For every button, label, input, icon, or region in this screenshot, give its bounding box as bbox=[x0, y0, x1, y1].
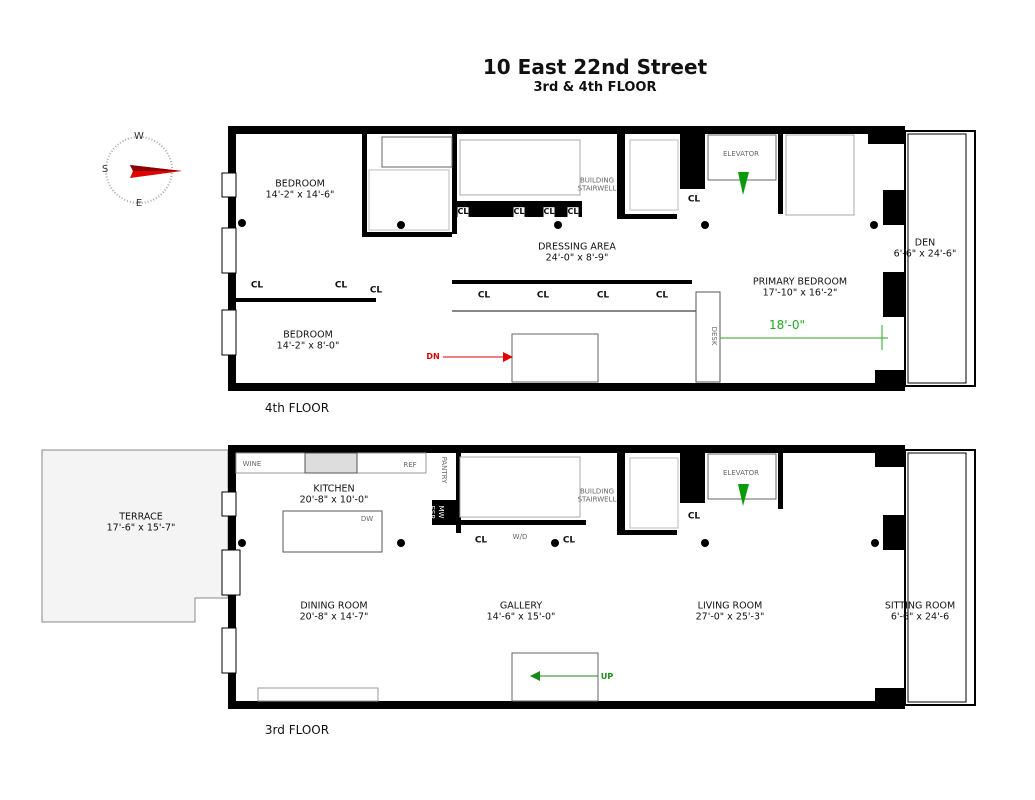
compass-w: W bbox=[134, 131, 144, 142]
compass-e: E bbox=[135, 198, 143, 209]
elevator-label: ELEVATOR bbox=[723, 149, 759, 158]
fourth-floor-label: 4th FLOOR bbox=[264, 400, 330, 415]
closet-label: CL bbox=[567, 207, 579, 217]
washer-dryer-label: W/D bbox=[512, 532, 528, 541]
wine-label: WINE bbox=[242, 459, 262, 468]
compass-icon bbox=[105, 136, 182, 204]
dimension-label: 18'-0" bbox=[768, 317, 806, 332]
up-label: UP bbox=[600, 672, 614, 682]
down-label: DN bbox=[426, 352, 440, 362]
elevator-arrow-icon bbox=[738, 484, 749, 506]
up-arrow-icon bbox=[530, 671, 598, 681]
closet-label: CL bbox=[457, 207, 469, 217]
columns-3rd bbox=[238, 539, 879, 547]
plan-title: 10 East 22nd Street bbox=[482, 55, 708, 79]
terrace-area bbox=[41, 449, 229, 623]
columns-4th bbox=[238, 219, 878, 229]
down-arrow-icon bbox=[443, 352, 513, 362]
desk-label: DESK bbox=[710, 326, 719, 346]
closet-label: CL bbox=[513, 207, 525, 217]
closet-label: CL bbox=[474, 535, 488, 546]
pantry-label: PANTRY bbox=[440, 456, 449, 484]
closet-label: CL bbox=[687, 194, 701, 206]
closet-label: CL bbox=[477, 290, 491, 301]
closet-label: CL bbox=[596, 290, 610, 301]
microwave-label: MW bbox=[437, 505, 446, 519]
espresso-label: ESP bbox=[428, 505, 437, 519]
third-floor-label: 3rd FLOOR bbox=[264, 722, 330, 737]
closet-label: CL bbox=[536, 290, 550, 301]
fourth-floor-walls bbox=[221, 126, 976, 391]
third-floor-walls bbox=[221, 445, 976, 709]
closet-label: CL bbox=[334, 280, 348, 291]
plan-subtitle: 3rd & 4th FLOOR bbox=[533, 80, 657, 96]
fridge-label: REF bbox=[403, 460, 417, 469]
closet-label: CL bbox=[562, 535, 576, 546]
closet-label: CL bbox=[369, 285, 383, 296]
closet-label: CL bbox=[655, 290, 669, 301]
elevator-arrow-icon bbox=[738, 172, 749, 195]
closet-label: CL bbox=[543, 207, 555, 217]
closet-label: CL bbox=[687, 511, 701, 523]
closet-label: CL bbox=[250, 280, 264, 291]
dishwasher-label: DW bbox=[360, 514, 374, 523]
elevator-label: ELEVATOR bbox=[723, 468, 759, 477]
compass-s: S bbox=[101, 164, 109, 175]
